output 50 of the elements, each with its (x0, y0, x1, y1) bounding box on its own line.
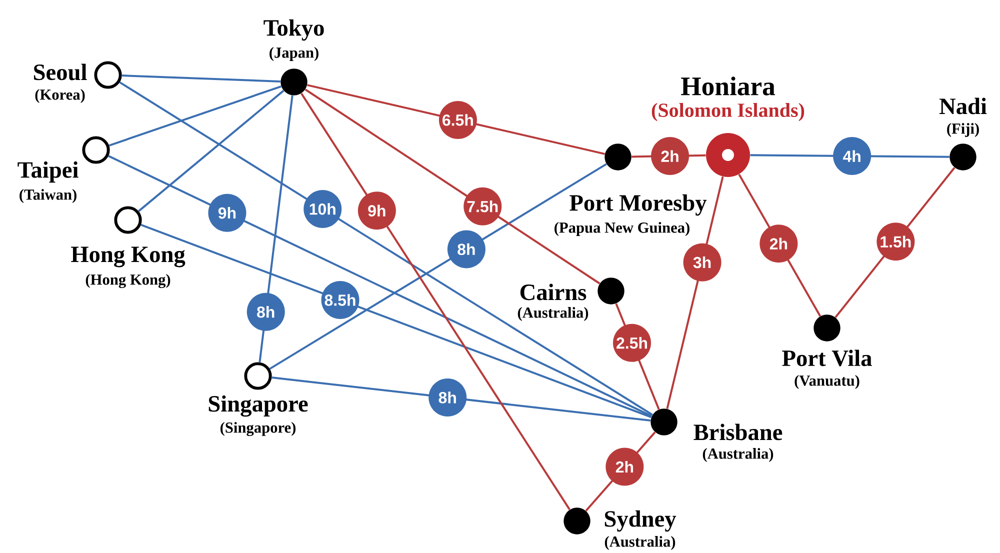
duration-badge: 8h (246, 292, 285, 331)
country-name: (Singapore) (220, 422, 296, 436)
duration-badge: 1.5h (876, 222, 915, 261)
route-line (138, 90, 284, 212)
duration-badge: 9h (208, 194, 246, 232)
route-line (304, 88, 600, 284)
city-name: Tokyo (264, 19, 324, 41)
country-name: (Australia) (518, 307, 588, 321)
route-line (140, 224, 652, 418)
city-name: Hong Kong (71, 246, 186, 268)
route-line (272, 376, 651, 422)
country-name: (Papua New Guinea) (554, 222, 690, 236)
duration-badge: 3h (683, 243, 722, 282)
city-name: Port Moresby (570, 194, 707, 216)
country-name: (Taiwan) (20, 189, 76, 203)
duration-badge: 6.5h (438, 100, 477, 139)
country-name: (Solomon Islands) (652, 102, 804, 122)
city-name: Singapore (208, 395, 308, 417)
duration-badge: 8.5h (321, 280, 360, 319)
duration-badge: 2.5h (613, 324, 651, 362)
duration-badge: 2h (606, 448, 644, 486)
duration-badge: 4h (833, 137, 872, 176)
city-name: Sydney (604, 510, 676, 532)
country-name: (Korea) (35, 89, 85, 103)
city-name: Taipei (18, 161, 78, 183)
country-name: (Hong Kong) (86, 274, 170, 288)
duration-badge: 8h (428, 378, 467, 416)
route-line (108, 155, 652, 418)
city-name: Seoul (34, 64, 87, 80)
country-name: (Fiji) (947, 123, 979, 137)
duration-badge: 2h (760, 224, 798, 263)
route-line (122, 74, 280, 82)
duration-badge: 8h (447, 230, 486, 268)
city-name: Nadi (939, 98, 987, 114)
country-name: (Australia) (702, 448, 774, 462)
country-name: (Japan) (270, 47, 318, 61)
country-name: (Australia) (604, 536, 676, 550)
city-name: Honiara (681, 76, 775, 96)
route-line (108, 85, 282, 146)
city-name: Port Vila (782, 350, 872, 366)
duration-badge: 9h (358, 192, 396, 230)
country-name: (Vanuatu) (794, 375, 860, 389)
city-name: Cairns (520, 284, 586, 300)
duration-badge: 7.5h (464, 187, 502, 226)
route-line (119, 81, 653, 416)
city-name: Brisbane (694, 424, 782, 440)
route-line (269, 163, 607, 370)
duration-badge: 10h (304, 190, 342, 228)
duration-badge: 2h (651, 137, 690, 176)
route-line (300, 92, 570, 510)
